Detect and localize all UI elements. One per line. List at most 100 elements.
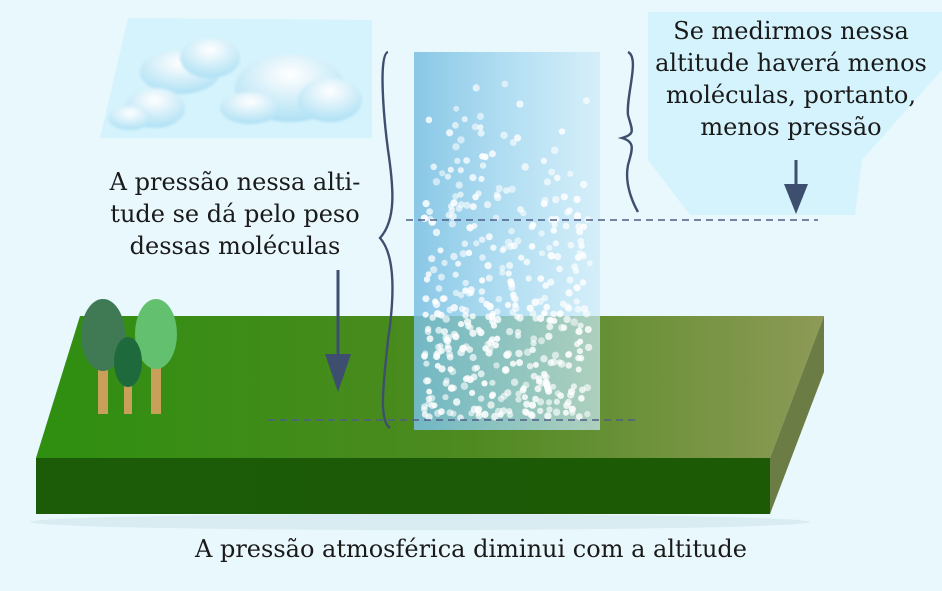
molecule-dot — [470, 373, 478, 381]
right-brace — [617, 50, 640, 213]
molecule-dot — [463, 157, 470, 164]
molecule-dot — [469, 389, 476, 396]
trees-icon — [81, 299, 177, 414]
right-note: Se medirmos nessa altitude haverá menos … — [640, 15, 942, 143]
molecule-dot — [529, 222, 536, 230]
right-note-line: Se medirmos nessa — [673, 17, 909, 45]
molecule-dot — [575, 223, 583, 231]
molecule-dot — [422, 311, 429, 318]
molecule-dot — [426, 335, 434, 343]
molecule-dot — [488, 150, 496, 158]
molecule-dot — [567, 391, 575, 399]
molecule-dot — [565, 362, 573, 369]
molecule-dot — [580, 223, 588, 230]
molecule-dot — [554, 390, 562, 397]
molecule-dot — [505, 270, 512, 277]
molecule-dot — [500, 407, 508, 415]
molecule-dot — [556, 310, 564, 318]
molecule-dot — [530, 335, 538, 343]
molecule-dot — [565, 398, 572, 406]
molecule-dot — [457, 167, 464, 174]
molecule-dot — [452, 143, 460, 151]
molecule-dot — [493, 308, 501, 315]
molecule-dot — [442, 334, 450, 341]
molecule-dot — [469, 329, 477, 337]
molecule-dot — [573, 298, 580, 305]
molecule-dot — [550, 227, 557, 234]
molecule-dot — [478, 175, 485, 182]
molecule-dot — [454, 157, 461, 164]
molecule-dot — [543, 178, 551, 186]
molecule-dot — [452, 121, 459, 129]
molecule-dot — [422, 295, 430, 303]
molecule-dot — [566, 276, 574, 284]
molecule-dot — [486, 345, 494, 353]
molecule-dot — [425, 271, 432, 278]
molecule-dot — [447, 166, 454, 173]
molecule-dot — [485, 274, 493, 282]
molecule-dot — [547, 317, 554, 324]
molecule-dot — [540, 157, 548, 164]
molecule-dot — [495, 185, 503, 193]
molecule-dot — [429, 314, 436, 321]
molecule-dot — [528, 401, 537, 409]
molecule-dot — [527, 411, 535, 418]
molecule-dot — [437, 247, 444, 254]
molecule-dot — [584, 343, 593, 352]
molecule-dot — [430, 163, 438, 171]
molecule-dot — [425, 116, 433, 124]
molecule-dot — [434, 310, 442, 318]
molecule-dot — [485, 233, 493, 241]
caption: A pressão atmosférica diminui com a alti… — [195, 535, 747, 563]
molecule-dot — [423, 276, 431, 283]
molecule-dot — [478, 296, 485, 303]
molecule-dot — [576, 348, 584, 355]
molecule-dot — [452, 289, 460, 297]
molecule-dot — [570, 318, 578, 327]
molecule-dot — [503, 187, 510, 194]
molecule-dot — [551, 351, 560, 359]
molecule-dot — [554, 174, 561, 182]
molecule-dot — [506, 411, 514, 419]
molecule-dot — [505, 301, 512, 309]
molecule-dot — [560, 193, 568, 201]
molecule-dot — [580, 180, 588, 189]
molecule-dot — [472, 193, 479, 201]
molecule-dot — [520, 210, 527, 217]
molecule-dot — [570, 383, 578, 390]
molecule-dot — [562, 222, 570, 230]
molecule-dot — [540, 355, 548, 363]
molecule-dot — [426, 388, 433, 395]
molecule-dot — [510, 378, 519, 386]
molecule-dot — [575, 327, 583, 336]
molecule-dot — [481, 410, 489, 418]
molecule-dot — [568, 405, 576, 413]
molecule-dot — [473, 240, 480, 247]
arrow-down-icon — [325, 270, 351, 392]
molecule-dot — [446, 129, 454, 137]
molecule-dot — [518, 254, 525, 261]
molecule-dot — [479, 162, 487, 169]
molecule-dot — [457, 136, 465, 144]
molecule-dot — [501, 245, 508, 252]
molecule-dot — [452, 193, 459, 200]
molecule-dot — [455, 260, 462, 267]
molecule-dot — [552, 240, 559, 247]
molecule-dot — [546, 406, 553, 413]
molecule-dot — [479, 153, 486, 160]
molecule-dot — [509, 360, 517, 367]
molecule-dot — [452, 271, 459, 278]
molecule-dot — [543, 303, 550, 311]
molecule-dot — [530, 340, 537, 347]
molecule-dot — [556, 265, 563, 273]
molecule-dot — [562, 409, 569, 416]
molecule-dot — [494, 335, 501, 342]
left-brace — [378, 50, 394, 429]
molecule-dot — [481, 380, 488, 387]
molecule-dot — [582, 310, 591, 318]
molecule-dot — [425, 325, 432, 333]
molecule-dot — [572, 267, 580, 275]
molecule-dot — [575, 413, 583, 420]
molecule-dot — [526, 363, 534, 370]
